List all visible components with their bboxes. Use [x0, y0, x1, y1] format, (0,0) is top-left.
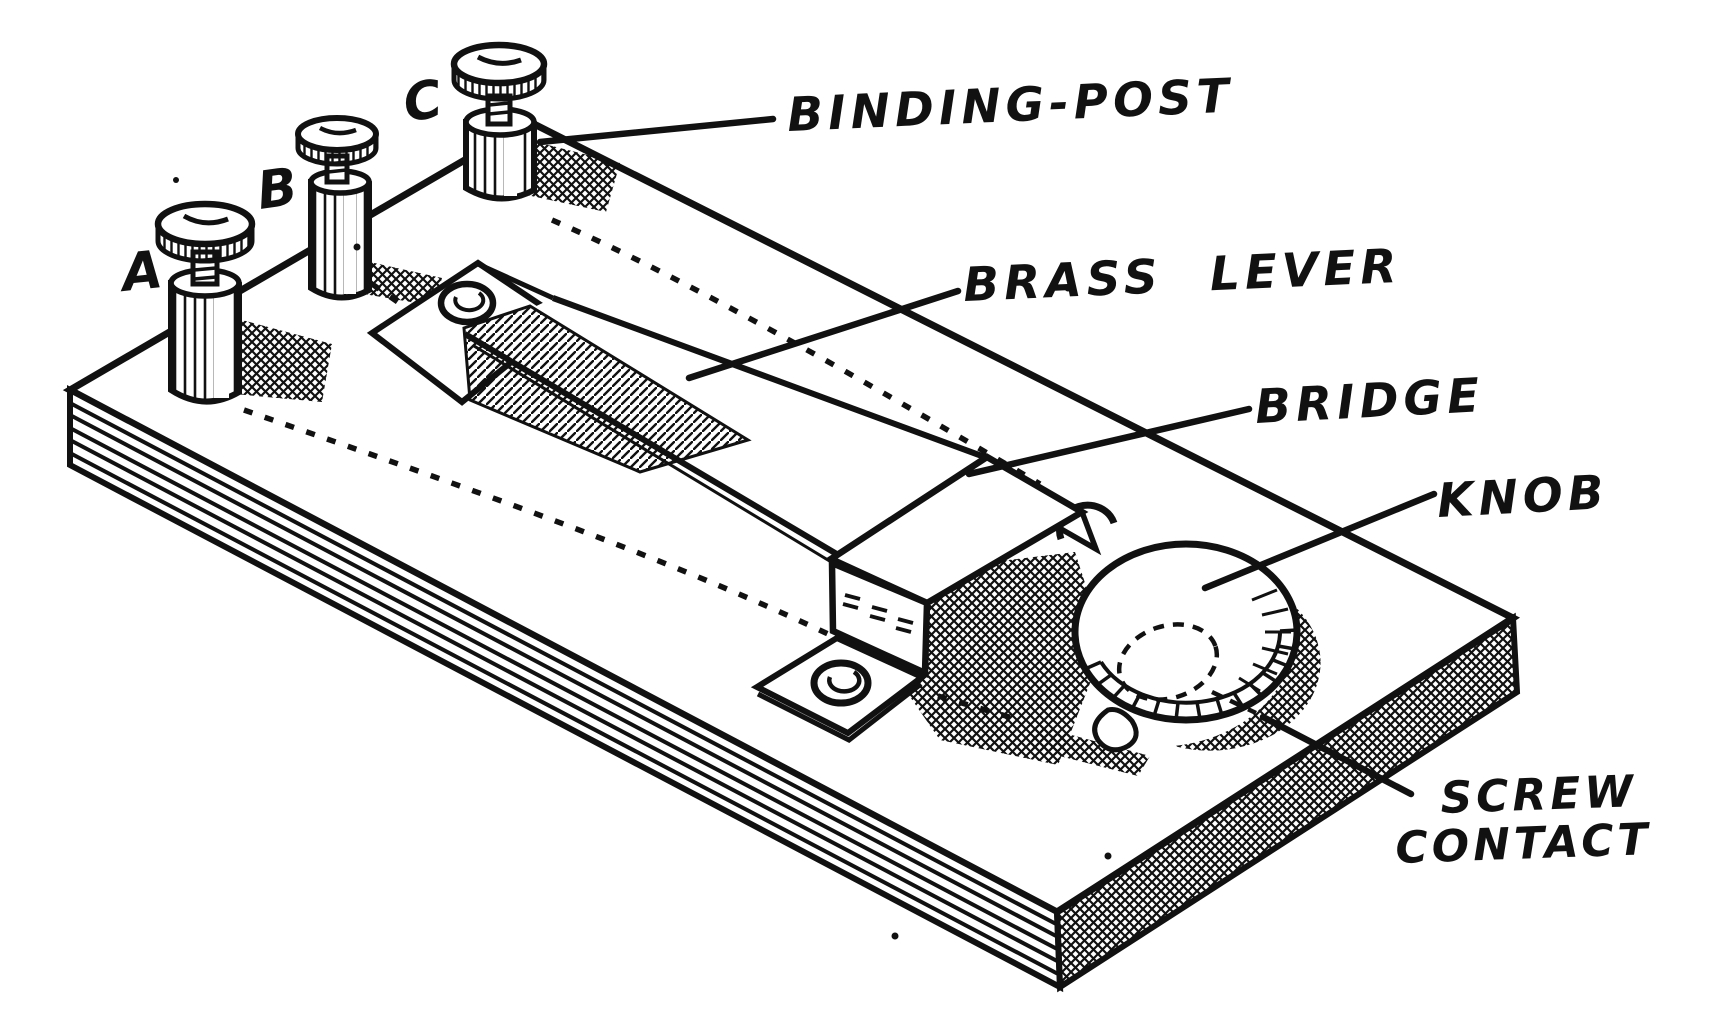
shadow-post-b: [364, 262, 442, 306]
leader-lines: [536, 115, 1438, 798]
binding-post-a: [154, 200, 256, 405]
binding-post-c: [450, 41, 548, 202]
leader-bridge: [965, 405, 1253, 478]
lever-near-edge: [463, 331, 864, 572]
marker-post-c: C: [399, 69, 447, 135]
knob-knurl-ticks: [1084, 628, 1298, 721]
lever-pivot-hole-swirl: [453, 291, 486, 313]
post-b-body: [308, 178, 372, 301]
knob-base-swirl: [1092, 707, 1139, 753]
shadow-post-a: [234, 320, 332, 402]
brass-lever: [366, 259, 992, 586]
wire-from-post-c: [550, 217, 1042, 487]
knob: [1028, 540, 1321, 776]
bridge-foot-hole-swirl: [827, 670, 862, 694]
leader-screw-contact: [1259, 713, 1415, 798]
label-brass-lever: BRASS LEVER: [962, 239, 1402, 313]
lever-pivot-hole: [437, 280, 497, 326]
knob-rim-hatching: [1238, 588, 1291, 693]
knob-shadow-right: [1174, 602, 1321, 751]
post-shadows: [234, 140, 620, 402]
ink-specks: [173, 177, 1112, 940]
baseboard-right-side: [1053, 612, 1521, 993]
lever-far-edge: [551, 295, 992, 462]
label-binding-post: BINDING-POST: [786, 69, 1235, 143]
marker-post-a: A: [115, 240, 165, 304]
lever-rear-edge: [476, 261, 555, 301]
label-screw-contact-line2: CONTACT: [1395, 814, 1653, 874]
wood-grain-lines: [69, 401, 1061, 977]
under-bridge-shadow: [888, 552, 1105, 765]
post-c-screw-slot: [476, 54, 522, 66]
knob-disc: [1071, 540, 1301, 724]
lever-wedge-shading: [462, 304, 752, 474]
bridge: [750, 453, 1089, 743]
marker-post-b: B: [253, 157, 301, 222]
label-screw-contact-line1: SCREW: [1440, 766, 1638, 824]
leader-brass-lever: [685, 287, 962, 382]
shadow-post-c: [522, 140, 620, 212]
label-bridge: BRIDGE: [1254, 368, 1486, 435]
bridge-front-dashes: [842, 593, 914, 634]
hidden-screw-contact-dashes: [1116, 622, 1257, 716]
leader-knob: [1201, 490, 1438, 592]
labels: BINDING-POST BRASS LEVER BRIDGE KNOB SCR…: [115, 69, 1652, 874]
post-a-screw-slot: [182, 213, 229, 226]
leader-binding-post: [536, 115, 777, 146]
knob-shadow-lower-left: [1028, 726, 1150, 776]
wire-from-post-a: [243, 407, 830, 637]
lever-near-edge-inner: [473, 344, 857, 579]
bridge-foot-thickness: [756, 682, 923, 743]
label-knob: KNOB: [1436, 465, 1610, 529]
binding-post-b: [295, 115, 379, 301]
post-b-screw-slot: [318, 125, 357, 136]
